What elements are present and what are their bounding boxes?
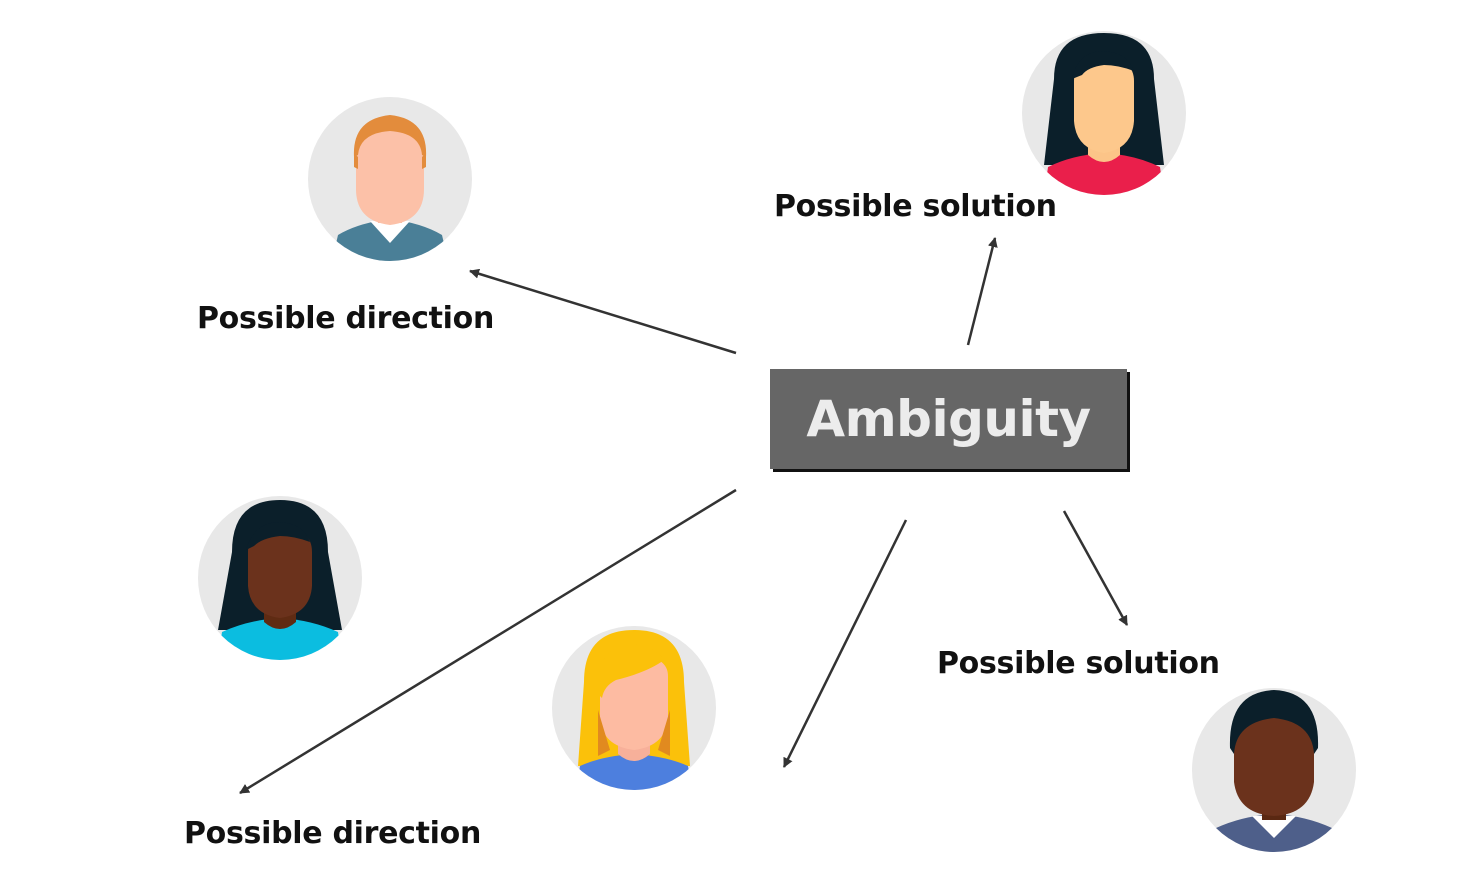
arrow-to-solution-upper — [966, 237, 998, 346]
avatar-man-ginger-icon — [308, 97, 472, 261]
arrow-to-solution-lower — [1062, 510, 1129, 626]
avatar-woman-dark-skin-icon — [198, 496, 362, 660]
arrow-to-direction-lower — [239, 488, 737, 795]
label-solution-upper: Possible solution — [774, 189, 1057, 224]
label-direction-lower: Possible direction — [184, 816, 482, 851]
label-direction-upper: Possible direction — [197, 301, 495, 336]
arrow-to-direction-upper — [469, 268, 737, 355]
arrow-to-bottom-center — [782, 519, 908, 768]
avatar-woman-black-hair-icon — [1022, 31, 1186, 195]
ambiguity-label: Ambiguity — [806, 390, 1091, 448]
label-solution-lower: Possible solution — [937, 646, 1220, 681]
ambiguity-box: Ambiguity — [770, 369, 1127, 469]
avatar-man-dark-skin-icon — [1192, 688, 1356, 852]
avatar-woman-blonde-icon — [552, 626, 716, 790]
